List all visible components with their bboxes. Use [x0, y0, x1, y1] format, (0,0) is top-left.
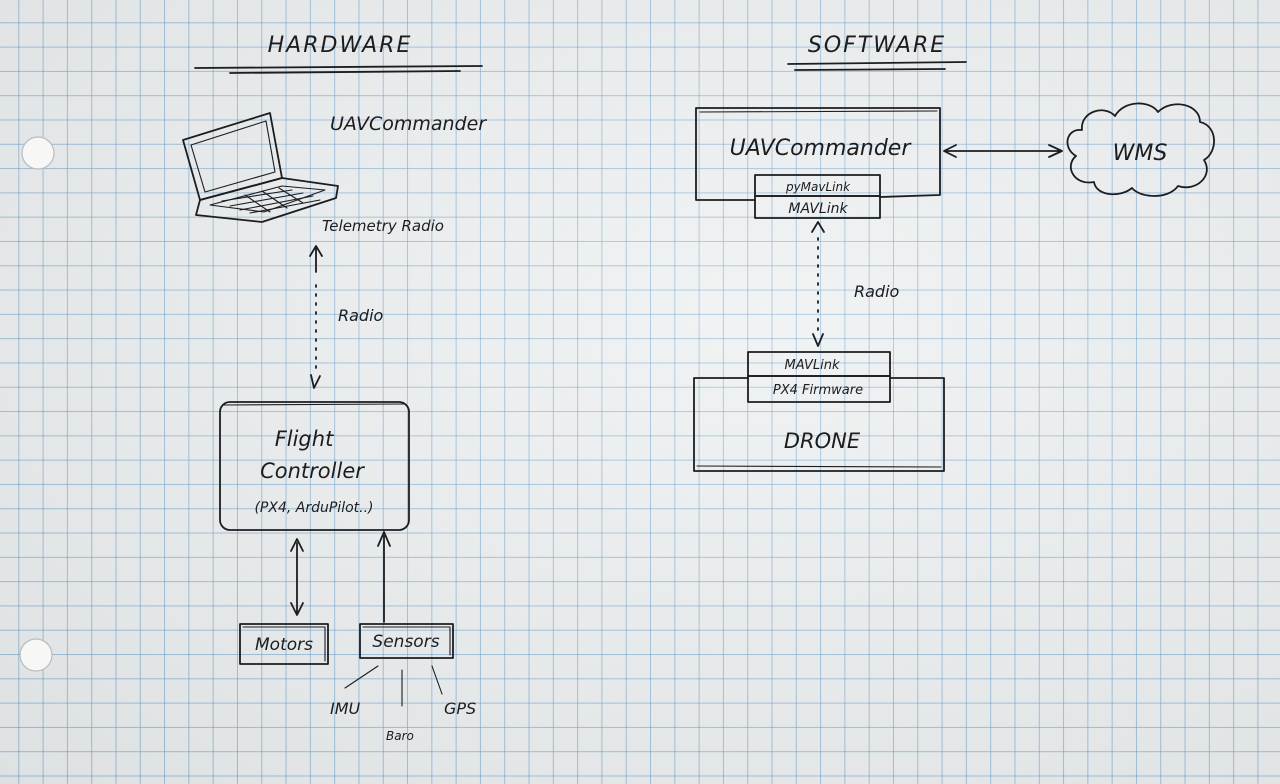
- laptop-icon: [182, 112, 339, 223]
- binder-hole-bottom: [19, 638, 53, 672]
- px4-firmware-box: [747, 375, 891, 403]
- sensors-box: [359, 623, 454, 659]
- software-radio-arrow-up: [811, 221, 825, 233]
- motors-bidirectional-arrow: [290, 538, 304, 616]
- radio-arrow-down: [310, 374, 321, 389]
- heading-hardware: HARDWARE: [268, 33, 413, 58]
- drone-box: [693, 377, 945, 472]
- uav-commander-box: [695, 107, 941, 201]
- telemetry-arrow-up: [309, 245, 323, 273]
- uav-commander-label: UAVCommander: [730, 136, 913, 161]
- mavlink-top-label: MAVLink: [788, 201, 848, 217]
- heading-hardware-underline: [194, 65, 483, 74]
- wms-label: WMS: [1113, 141, 1168, 166]
- mavlink-top-box: [754, 195, 881, 219]
- sensors-arrow-up: [377, 531, 391, 623]
- laptop-label: UAVCommander: [330, 113, 487, 135]
- hardware-radio-label: Radio: [338, 306, 384, 325]
- flight-controller-line3: (PX4, ArduPilot..): [254, 500, 373, 516]
- wms-cloud-icon: [1066, 102, 1215, 197]
- software-radio-label: Radio: [854, 282, 900, 301]
- pymavlink-label: pyMavLink: [785, 180, 851, 194]
- flight-controller-line1: Flight: [275, 427, 334, 451]
- sensor-imu-label: IMU: [330, 699, 361, 718]
- binder-hole-top: [21, 136, 55, 170]
- sensor-baro-label: Baro: [386, 729, 414, 743]
- motors-box: [239, 623, 329, 665]
- px4-firmware-label: PX4 Firmware: [773, 383, 863, 398]
- wms-bidirectional-arrow: [943, 144, 1063, 158]
- mavlink-bottom-label: MAVLink: [785, 358, 840, 373]
- flight-controller-box: [219, 401, 410, 531]
- flight-controller-line2: Controller: [260, 459, 365, 483]
- telemetry-radio-label: Telemetry Radio: [322, 217, 444, 235]
- heading-software: SOFTWARE: [808, 33, 946, 58]
- motors-label: Motors: [255, 635, 313, 655]
- sensor-branch-lines: [344, 665, 443, 707]
- drone-label: DRONE: [784, 429, 861, 453]
- heading-software-underline: [787, 61, 967, 71]
- software-radio-arrow-down: [812, 333, 824, 347]
- sensors-label: Sensors: [372, 632, 439, 652]
- sensor-gps-label: GPS: [444, 699, 476, 718]
